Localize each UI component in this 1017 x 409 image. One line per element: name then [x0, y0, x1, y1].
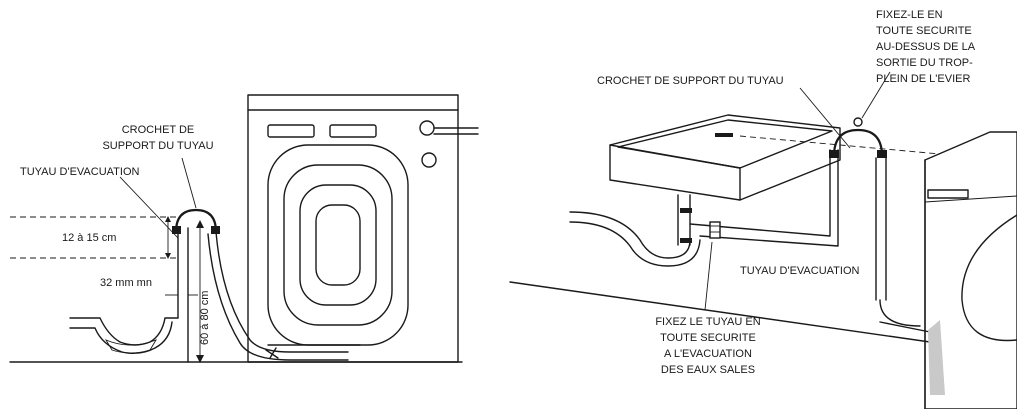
dim-diameter: 32 mm mn — [100, 277, 152, 289]
label-hook-line1: CROCHET DE — [122, 124, 195, 136]
sink-clamp-bottom — [680, 238, 692, 243]
label-secure-above-1: FIXEZ-LE EN — [876, 9, 943, 21]
trap-pipe-outer — [69, 317, 179, 346]
back-ring-2 — [283, 164, 393, 326]
right-machine-door — [961, 214, 1017, 342]
hook-clip-right — [211, 226, 220, 234]
vent-slot-left — [267, 124, 315, 138]
waste-pipe-upper — [689, 149, 831, 237]
label-drain-hose-right: TUYAU D'EVACUATION — [740, 265, 859, 277]
right-hook-clip-right — [877, 150, 887, 158]
washing-machine-body — [247, 94, 459, 363]
waste-pipe-lower — [699, 149, 839, 247]
sink-rim-edge — [609, 144, 741, 169]
leader-secure-waste — [704, 241, 713, 311]
left-installation-panel — [9, 94, 479, 363]
back-ring-3 — [299, 184, 377, 306]
waste-trap-inner — [569, 221, 701, 267]
drain-hose-inner — [207, 233, 349, 361]
label-secure-above-3: AU-DESSUS DE LA — [876, 41, 976, 53]
inlet-hose — [433, 127, 479, 135]
dim-12-15-arrow-top — [165, 216, 171, 222]
floor-edge-line — [509, 281, 931, 343]
label-drain-hose-left: TUYAU D'EVACUATION — [20, 166, 139, 178]
leader-secure-above — [861, 71, 891, 119]
water-in-trap — [104, 339, 158, 354]
label-secure-above-2: TOUTE SECURITE — [876, 25, 972, 37]
right-hook-clip-left — [829, 150, 839, 158]
right-machine-panel — [927, 189, 969, 199]
back-ring-4 — [315, 204, 361, 286]
leader-hook-right — [799, 87, 851, 149]
trap-pipe-inner — [69, 321, 173, 355]
label-secure-waste-3: A L'EVACUATION — [664, 348, 752, 360]
label-secure-waste-4: DES EAUX SALES — [661, 364, 755, 376]
label-hook-line2: SUPPORT DU TUYAU — [102, 140, 213, 152]
floor-edge-short — [879, 321, 931, 333]
water-inlet-icon — [419, 120, 435, 136]
hose-hook-right — [832, 128, 884, 158]
sink-basin — [609, 114, 841, 201]
label-secure-waste-1: FIXEZ LE TUYAU EN — [655, 316, 760, 328]
dim-vertical-text: 60 à 80 cm — [199, 291, 211, 345]
waste-trap-outer — [569, 211, 691, 259]
label-secure-waste-2: TOUTE SECURITE — [660, 332, 756, 344]
hook-clip-left — [172, 226, 181, 234]
drain-hose-outer — [215, 231, 349, 353]
right-installation-panel — [509, 71, 1017, 409]
dim-12-15-arrow-bottom — [165, 253, 171, 259]
dim-arrow-top — [196, 220, 204, 228]
label-hook-right: CROCHET DE SUPPORT DU TUYAU — [597, 75, 784, 87]
back-ring-1 — [267, 144, 409, 346]
sink-clamp-top — [680, 208, 692, 213]
hose-connector — [709, 221, 721, 239]
label-secure-above-4: SORTIE DU TROP- — [876, 57, 973, 69]
vent-slot-right — [329, 124, 377, 138]
hose-hook-left — [174, 208, 218, 234]
overflow-dashed-line — [739, 135, 941, 155]
leader-drain-hose — [119, 176, 179, 239]
hook-ring — [853, 117, 863, 127]
hose-clip-x — [265, 347, 279, 359]
right-machine-shading — [928, 320, 945, 395]
right-machine-line — [924, 195, 1017, 203]
dim-height-range: 12 à 15 cm — [62, 232, 116, 244]
drain-outlet-icon — [421, 152, 437, 168]
leader-hook — [181, 157, 197, 209]
sink-basin-inner — [617, 119, 833, 169]
label-secure-above-5: PLEIN DE L'EVIER — [876, 73, 970, 85]
dim-arrow-bottom — [196, 355, 204, 363]
sink-drain-slot — [715, 133, 733, 137]
wall-curve — [879, 299, 921, 327]
